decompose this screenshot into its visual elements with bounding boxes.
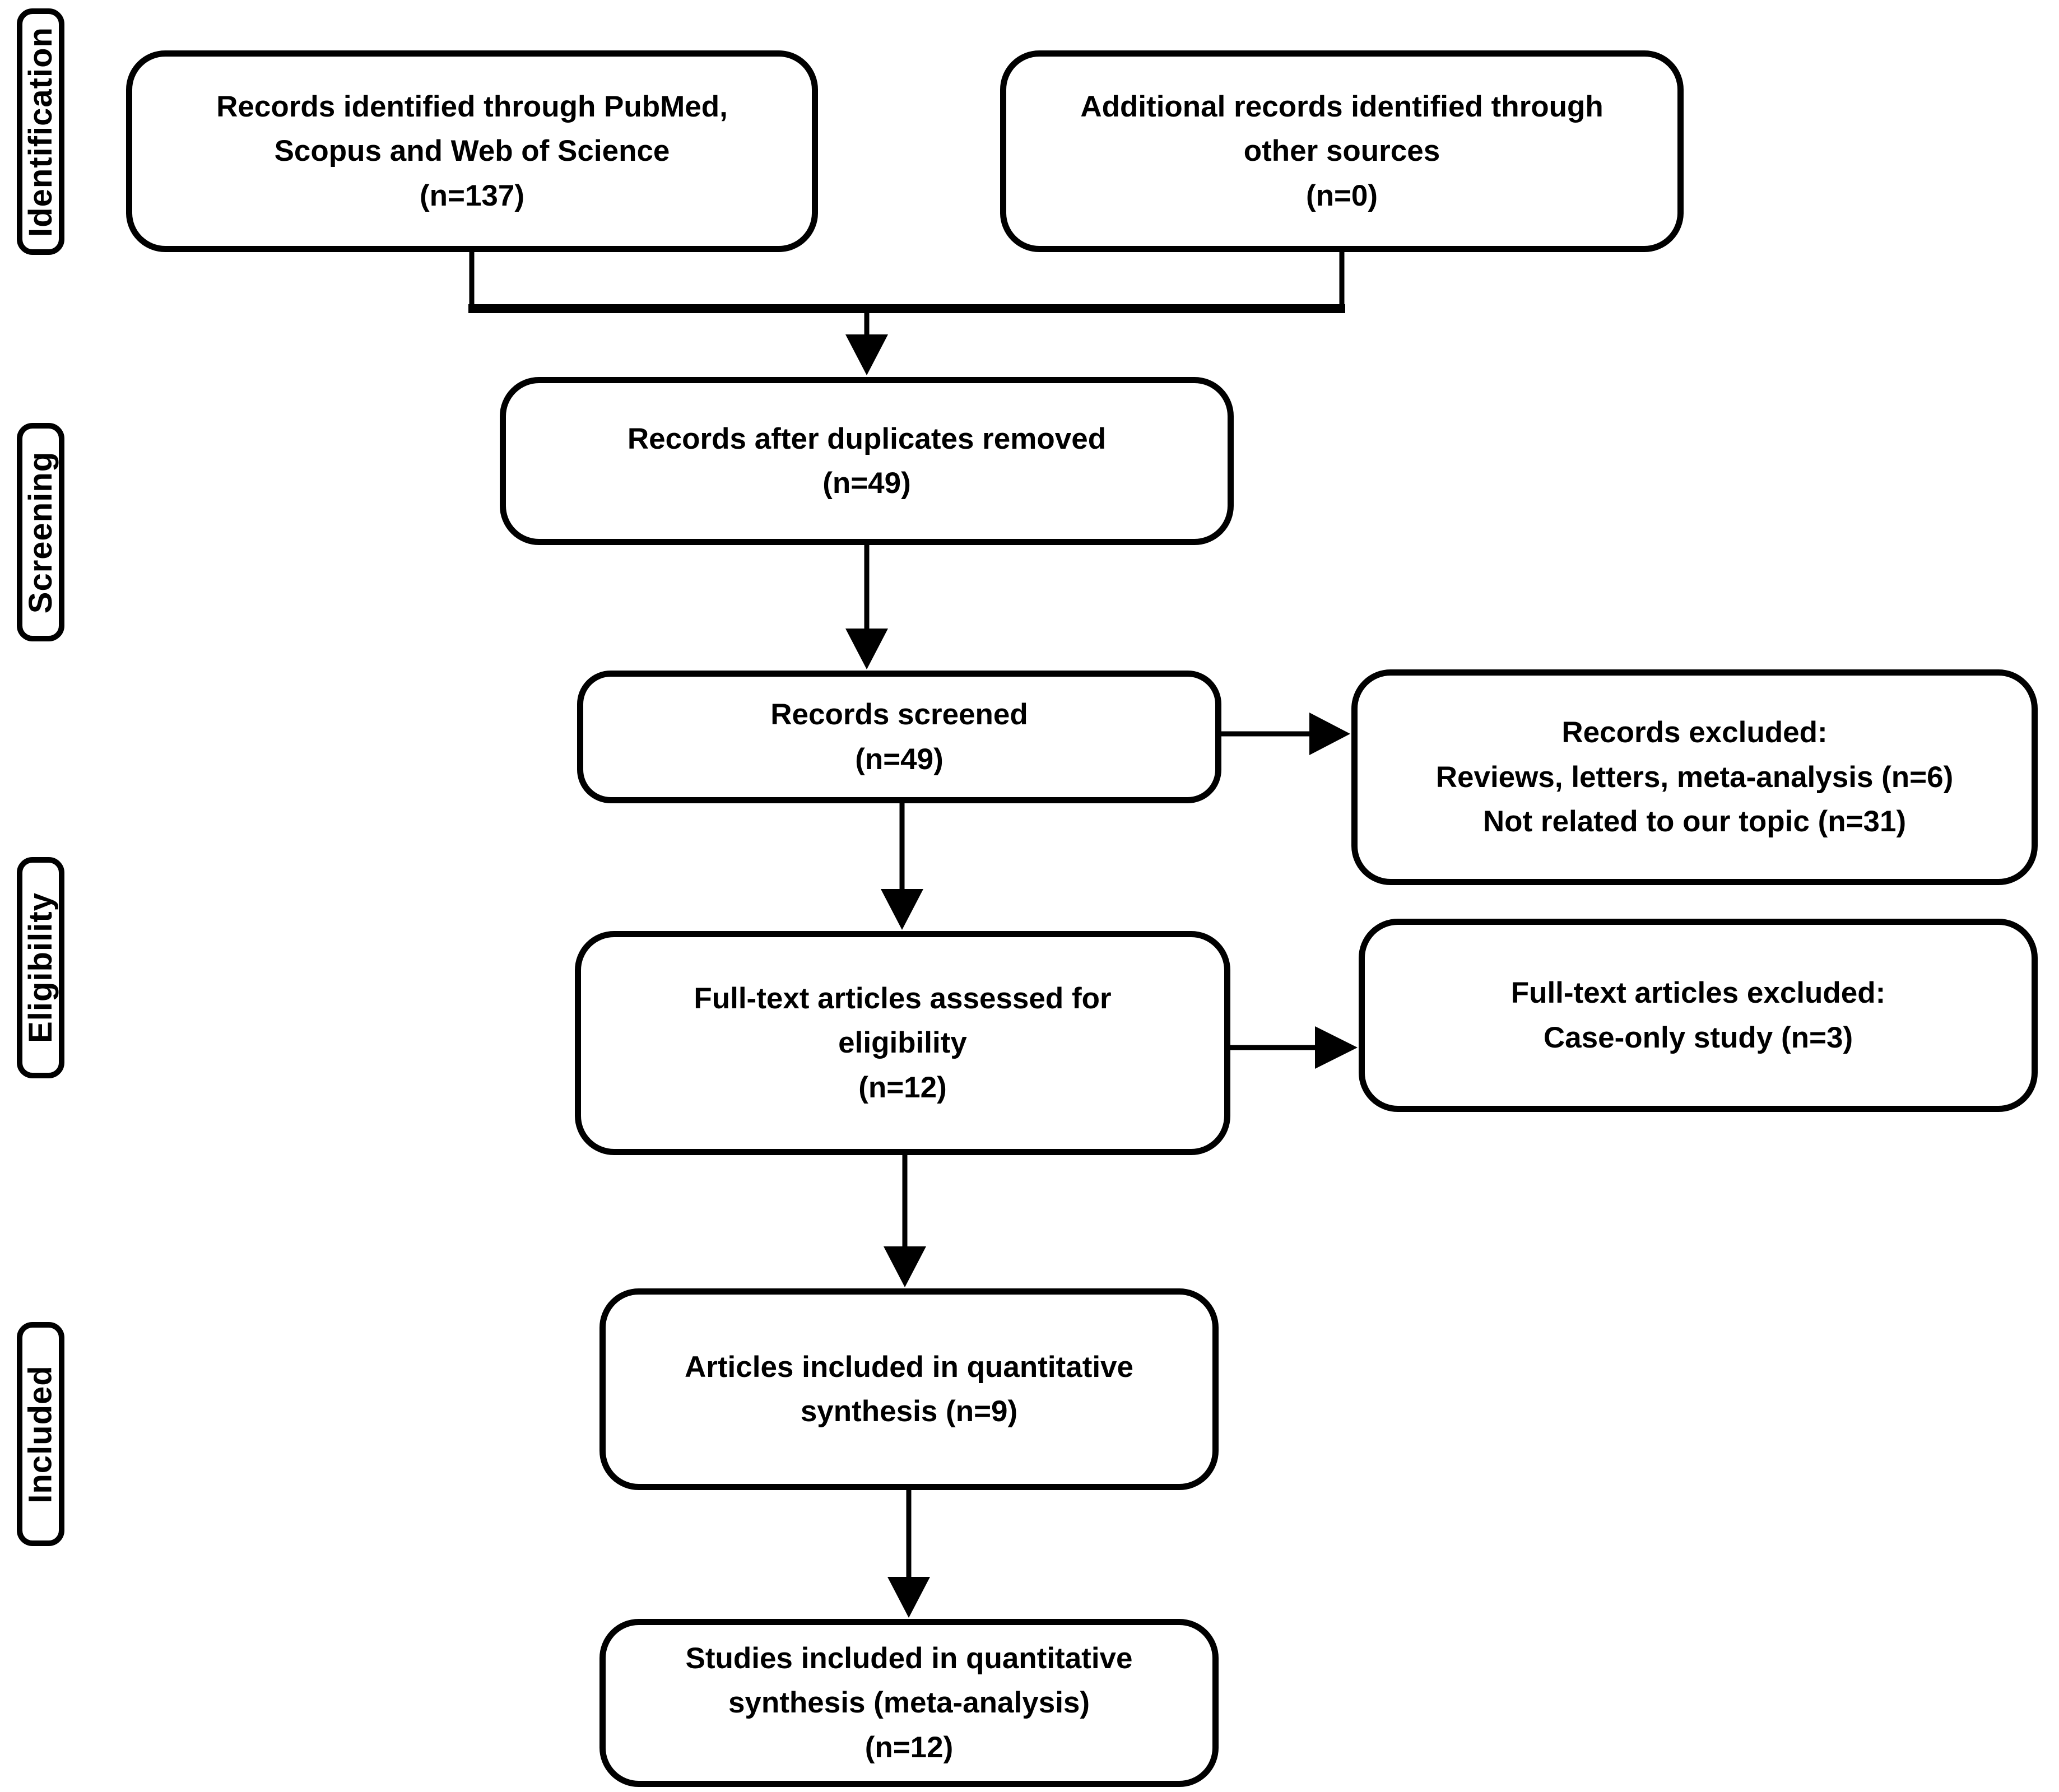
box-records-screened: Records screened (n=49)	[577, 671, 1221, 803]
box-text-line: Reviews, letters, meta-analysis (n=6)	[1435, 760, 1954, 794]
box-text-line: other sources	[1243, 134, 1440, 168]
box-text-line: Additional records identified through	[1080, 90, 1603, 123]
arrow-fulltext-to-excluded-head	[1315, 1026, 1358, 1069]
box-text-line: Records screened	[770, 698, 1028, 731]
box-text-line: (n=0)	[1305, 179, 1378, 212]
arrow-fulltext-to-synthesis-head	[884, 1246, 926, 1287]
box-records-identified: Records identified through PubMed, Scopus…	[126, 50, 818, 252]
box-text-line: Articles included in quantitative	[684, 1350, 1134, 1384]
box-text-line: Full-text articles excluded:	[1510, 976, 1886, 1009]
box-text-line: (n=137)	[419, 179, 525, 212]
arrow-duplicates-to-screened-head	[845, 629, 888, 669]
box-text-line: Case-only study (n=3)	[1543, 1021, 1853, 1054]
box-text-line: (n=49)	[855, 742, 943, 776]
box-text-line: synthesis (meta-analysis)	[728, 1686, 1090, 1720]
box-articles-quantitative-synthesis: Articles included in quantitative synthes…	[599, 1288, 1219, 1490]
box-text-line: synthesis (n=9)	[800, 1395, 1018, 1428]
box-text-line: Records identified through PubMed,	[216, 90, 728, 123]
box-text-line: Full-text articles assessed for	[694, 981, 1112, 1015]
box-text-line: (n=12)	[864, 1730, 954, 1764]
arrow-synthesis-to-metaanalysis-head	[887, 1577, 930, 1618]
arrow-merge-to-duplicates-head	[845, 334, 888, 375]
box-additional-records: Additional records identified through oth…	[1000, 50, 1684, 252]
box-fulltext-excluded: Full-text articles excluded: Case-only st…	[1359, 919, 2038, 1112]
stage-bar-eligibility: Eligibility	[17, 857, 64, 1078]
stage-label-included: Included	[22, 1365, 59, 1504]
box-text-line: eligibility	[838, 1026, 967, 1060]
stage-label-screening: Screening	[22, 451, 59, 613]
box-text-line: Records after duplicates removed	[627, 422, 1107, 455]
arrow-screened-to-fulltext-head	[881, 889, 923, 930]
box-text-line: (n=12)	[858, 1070, 947, 1104]
stage-bar-identification: Identification	[17, 8, 64, 255]
box-studies-meta-analysis: Studies included in quantitative synthesi…	[599, 1619, 1219, 1787]
box-text-line: Records excluded:	[1561, 716, 1828, 750]
box-text-line: (n=49)	[822, 467, 911, 500]
box-records-after-duplicates: Records after duplicates removed (n=49)	[500, 377, 1234, 545]
stage-label-eligibility: Eligibility	[22, 892, 59, 1043]
arrow-screened-to-excluded-head	[1309, 713, 1350, 755]
stage-label-identification: Identification	[22, 26, 59, 237]
stage-bar-included: Included	[17, 1322, 64, 1546]
box-text-line: Not related to our topic (n=31)	[1482, 805, 1907, 839]
connector-merge	[469, 252, 1345, 311]
stage-bar-screening: Screening	[17, 423, 64, 641]
box-text-line: Studies included in quantitative	[685, 1641, 1133, 1675]
box-records-excluded: Records excluded: Reviews, letters, meta-…	[1351, 669, 2038, 885]
box-text-line: Scopus and Web of Science	[274, 134, 670, 168]
box-fulltext-assessed: Full-text articles assessed for eligibili…	[575, 931, 1230, 1155]
